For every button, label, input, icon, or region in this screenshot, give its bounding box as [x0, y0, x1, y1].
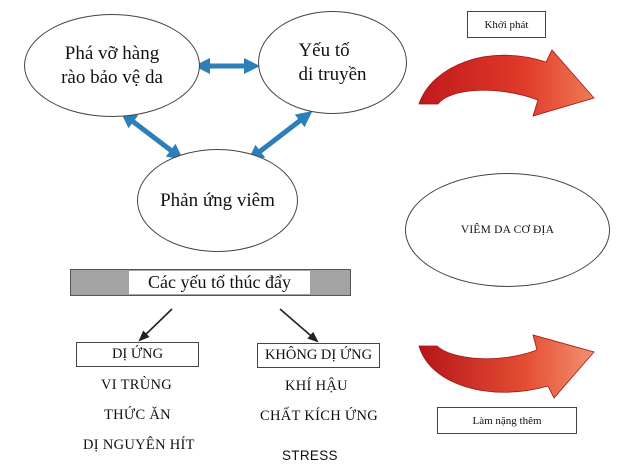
atopic-dermatitis-label: VIÊM DA CƠ ĐỊA	[460, 224, 555, 236]
non-allergic-factor-2: CHẤT KÍCH ỨNG	[260, 408, 378, 424]
inflammation-node: Phản ứng viêm	[137, 149, 298, 252]
non-allergic-factor-1: KHÍ HẬU	[285, 378, 348, 394]
onset-box: Khởi phát	[467, 11, 546, 38]
genetic-factor-label: Yếu tố di truyền	[298, 39, 367, 85]
branch-arrow-non-allergic	[279, 308, 319, 343]
genetic-factor-node: Yếu tố di truyền	[258, 11, 407, 114]
allergic-box: DỊ ỨNG	[76, 342, 199, 367]
barrier-disruption-label: Phá vỡ hàng rào bảo vệ da	[61, 42, 163, 88]
atopic-dermatitis-node: VIÊM DA CƠ ĐỊA	[405, 173, 610, 287]
aggravate-curved-arrow-icon	[418, 334, 595, 399]
triggers-title: Các yếu tố thúc đẩy	[148, 272, 291, 292]
onset-label: Khởi phát	[484, 18, 529, 31]
inflammation-label: Phản ứng viêm	[160, 189, 275, 211]
non-allergic-factor-3: STRESS	[282, 448, 338, 463]
non-allergic-label: KHÔNG DỊ ỨNG	[264, 347, 373, 363]
barrier-disruption-node: Phá vỡ hàng rào bảo vệ da	[24, 14, 200, 117]
allergic-factor-3: DỊ NGUYÊN HÍT	[83, 437, 195, 453]
aggravate-box: Làm nặng thêm	[437, 407, 577, 434]
aggravate-label: Làm nặng thêm	[472, 414, 542, 427]
non-allergic-box: KHÔNG DỊ ỨNG	[257, 343, 380, 368]
onset-curved-arrow-icon	[418, 49, 595, 117]
genetic-inflammation-arrow	[247, 111, 313, 161]
allergic-label: DỊ ỨNG	[111, 346, 164, 362]
allergic-factor-2: THỨC ĂN	[104, 407, 171, 423]
barrier-inflammation-arrow	[120, 112, 184, 160]
triggers-title-box: Các yếu tố thúc đẩy	[129, 271, 310, 294]
branch-arrow-allergic	[138, 308, 173, 342]
allergic-factor-1: VI TRÙNG	[101, 377, 173, 393]
